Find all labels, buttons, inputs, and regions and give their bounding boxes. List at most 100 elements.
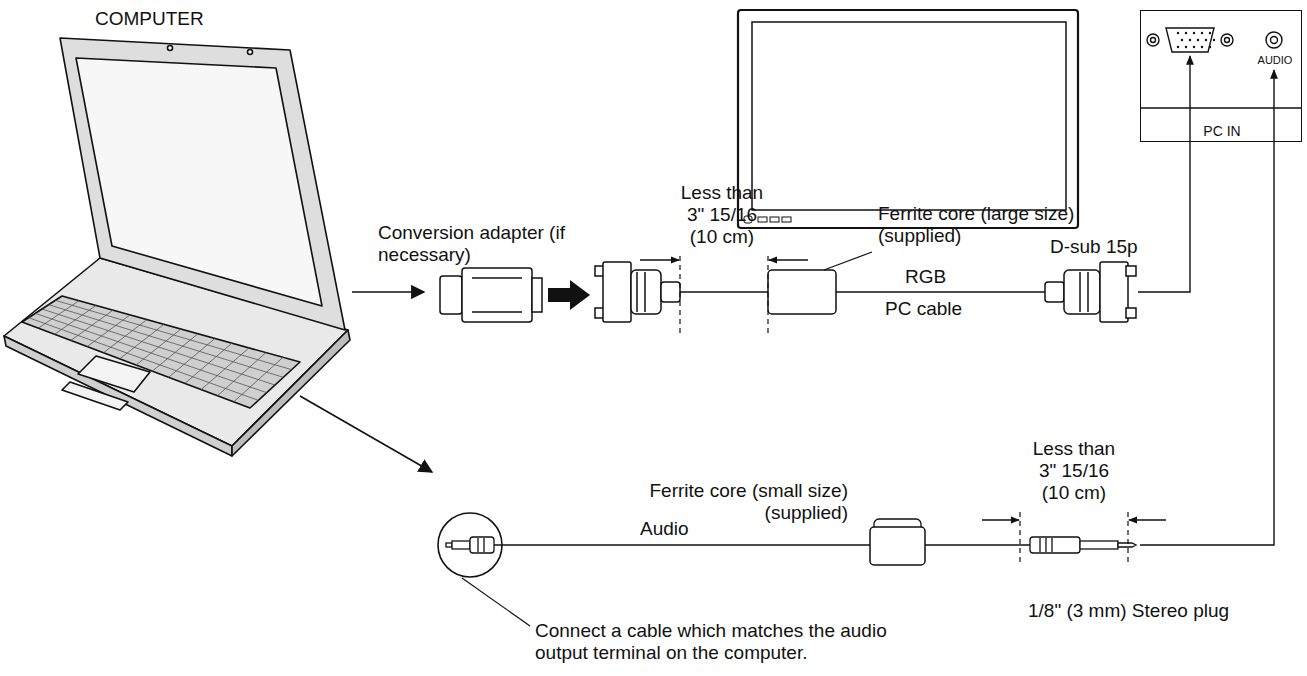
screw-terminal	[1225, 38, 1230, 43]
laptop-touchpad	[78, 356, 150, 392]
port-pin	[1177, 46, 1179, 48]
panel-divider	[1141, 107, 1301, 108]
plug-ridge	[1051, 538, 1052, 552]
plug-tip	[446, 543, 452, 547]
dimension-line	[767, 256, 768, 336]
monitor-button	[782, 217, 791, 222]
d-sub-port	[1166, 28, 1214, 52]
dimension-arrow	[640, 259, 679, 260]
dimension-arrow	[769, 259, 808, 260]
plug-tip	[1118, 543, 1136, 547]
port-pin	[1177, 32, 1179, 34]
dimension-arrow	[982, 519, 1019, 520]
port-pin	[1209, 46, 1211, 48]
laptop-screen	[76, 58, 322, 306]
adapter-face	[440, 276, 462, 314]
port-pin	[1197, 39, 1199, 41]
computer-figure: COMPUTER	[0, 0, 360, 450]
adapter-ridge	[472, 311, 522, 313]
connector-label: D-sub 15p	[1050, 236, 1138, 258]
plug-shell	[603, 262, 631, 322]
strain-relief	[661, 282, 680, 302]
laptop-latch	[248, 50, 253, 55]
adapter-body	[462, 268, 532, 322]
key-row	[35, 313, 266, 392]
dimension-label: Less than 3" 15/16 (10 cm)	[1024, 438, 1124, 504]
conversion-adapter	[440, 268, 542, 322]
port-label: AUDIO	[1258, 54, 1293, 67]
port-pin	[1201, 32, 1203, 34]
leader-line	[824, 252, 872, 270]
key-column	[136, 329, 181, 365]
port-pin	[1189, 39, 1191, 41]
connector-label: 1/8" (3 mm) Stereo plug	[1028, 600, 1229, 622]
laptop-lid	[60, 38, 345, 330]
port-pin	[1181, 39, 1183, 41]
plug-body	[1030, 537, 1080, 553]
panel-ports	[1147, 28, 1282, 52]
key-column	[87, 315, 130, 347]
ferrite-core-small	[870, 527, 925, 565]
key-column	[103, 320, 147, 353]
audio-cable	[925, 544, 1030, 546]
direction-arrow	[300, 396, 432, 472]
plug-shell	[1100, 262, 1128, 322]
key-column	[71, 310, 113, 340]
plug-sleeve	[452, 541, 470, 549]
key-column	[169, 338, 215, 377]
audio-cable	[494, 544, 870, 546]
port-pin	[1205, 39, 1207, 41]
port-pin	[1213, 39, 1215, 41]
plug-ridge	[1079, 272, 1081, 312]
screw-tab	[1126, 266, 1136, 276]
key-column	[217, 353, 266, 396]
panel-title: PC IN	[1203, 123, 1240, 139]
key-column	[234, 357, 283, 402]
connection-line	[1138, 56, 1190, 292]
cable-label: PC cable	[885, 298, 962, 320]
port-pin	[1201, 46, 1203, 48]
plug-body	[1064, 270, 1100, 314]
port-pin	[1193, 46, 1195, 48]
plug-ridge	[1039, 538, 1040, 552]
laptop-button	[62, 382, 128, 410]
plug-body	[631, 270, 661, 314]
screw-tab	[1126, 308, 1136, 318]
adapter-ridge	[472, 277, 522, 279]
leader-line	[462, 578, 530, 626]
pc-in-panel: AUDIO PC IN	[1140, 10, 1302, 142]
plug-ridge	[636, 272, 638, 312]
audio-jack	[1266, 32, 1282, 48]
plug-sleeve	[1080, 541, 1118, 549]
strain-relief	[1045, 282, 1064, 302]
display-monitor	[738, 10, 1078, 228]
screw-terminal	[1221, 34, 1233, 46]
d-sub-plug	[1045, 262, 1136, 322]
plug-ridge	[1045, 538, 1046, 552]
key-column	[152, 334, 198, 371]
cable-label: RGB	[905, 266, 946, 288]
direction-arrow	[352, 291, 424, 293]
dimension-arrow	[1129, 519, 1166, 520]
dimension-line	[679, 256, 680, 336]
plug-ridge	[477, 538, 478, 552]
port-pin	[1185, 46, 1187, 48]
key-column	[55, 305, 96, 334]
rgb-cable	[680, 291, 768, 293]
rgb-cable	[836, 291, 1045, 293]
monitor-button	[770, 217, 779, 222]
port-pin	[1209, 32, 1211, 34]
key-column	[201, 348, 249, 390]
insert-arrow	[548, 280, 590, 310]
key-column	[185, 343, 232, 383]
plug-ridge	[483, 538, 484, 552]
note: Connect a cable which matches the audio …	[535, 620, 935, 664]
laptop-illustration	[4, 38, 350, 456]
stereo-plug	[1030, 537, 1136, 553]
vga-plug	[595, 262, 680, 322]
cable-label: Audio	[640, 518, 689, 540]
plug-body	[470, 537, 494, 553]
screw-terminal	[1151, 38, 1156, 43]
